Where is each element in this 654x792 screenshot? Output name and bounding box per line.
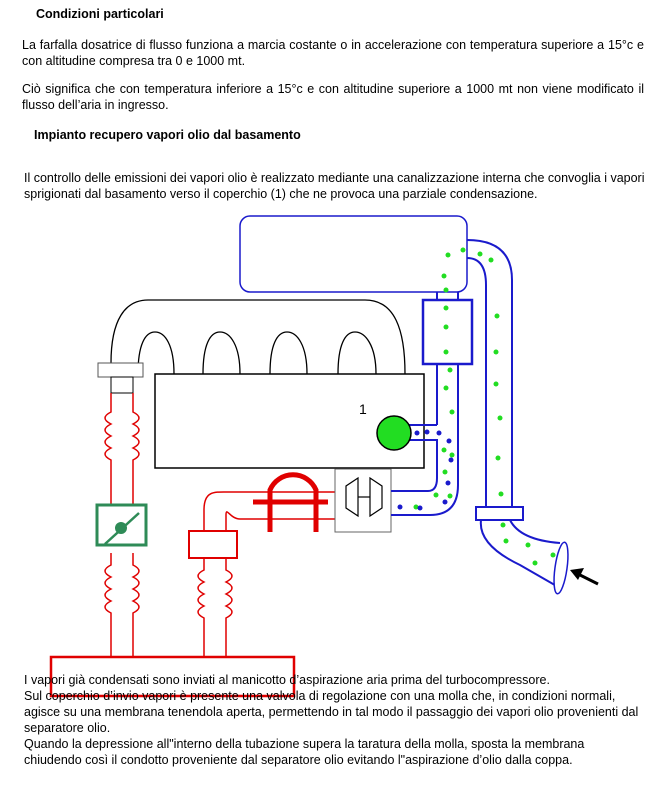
heading-impianto-recupero: Impianto recupero vapori olio dal basame… (34, 128, 301, 142)
oil-vapour-dots (413, 247, 556, 566)
paragraph-throttle-conditions: La farfalla dosatrice di flusso funziona… (22, 38, 644, 68)
paragraph-temperature-note: Ciò significa che con temperatura inferi… (22, 82, 644, 112)
turbo-intake-pipe (203, 491, 335, 531)
blow-by-pipes (391, 239, 561, 589)
heat-shield-clamp (253, 472, 328, 532)
heading-condizioni-particolari: Condizioni particolari (36, 7, 164, 21)
manifold-neck (110, 376, 134, 394)
engine-block (154, 373, 425, 469)
throttle-body (95, 503, 148, 547)
throttle-valve-icon (104, 512, 140, 545)
blow-by-dots (397, 429, 454, 511)
air-inlet-mouth (553, 541, 569, 595)
hose-flange (475, 506, 524, 521)
paragraph-depression: Quando la depressione all"interno della … (24, 737, 585, 767)
paragraph-condensed-vapours: I vapori già condensati sono inviati al … (24, 673, 550, 687)
pipe-flange (188, 530, 238, 559)
intercooler-box (49, 655, 296, 698)
vapour-cover-1 (376, 415, 412, 451)
turbo-wheels-icon (345, 476, 383, 518)
label-cover-1: 1 (359, 401, 367, 417)
airflow-arrow-icon (570, 568, 599, 586)
paragraph-regulating-valve: Sul coperchio d’invio vapori è presente … (24, 689, 639, 735)
engine-cover (110, 299, 406, 375)
paragraph-intro: Il controllo delle emissioni dei vapori … (24, 171, 645, 201)
oil-separator (421, 298, 474, 366)
left-intake-bellows (104, 393, 233, 657)
manifold-flange (97, 362, 144, 378)
air-filter-box (239, 215, 468, 293)
